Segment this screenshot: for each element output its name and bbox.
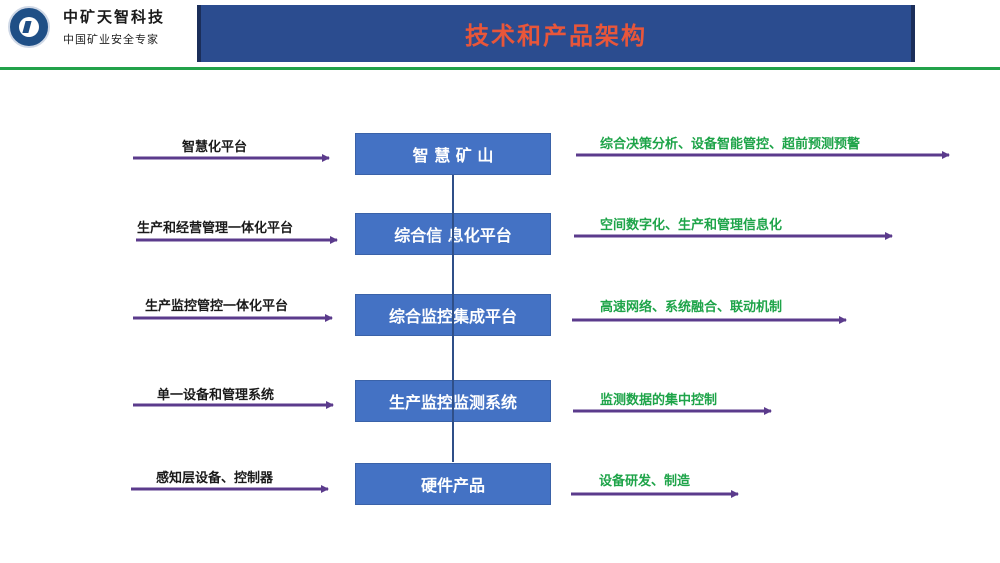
page-title: 技术和产品架构	[465, 22, 647, 50]
right-label-3: 高速网络、系统融合、联动机制	[600, 300, 783, 315]
left-label-2: 生产和经营管理一体化平台	[137, 221, 294, 236]
right-label-2: 空间数字化、生产和管理信息化	[600, 218, 783, 233]
header-divider	[0, 67, 1000, 70]
right-label-5: 设备研发、制造	[599, 474, 691, 489]
layer-box-hardware: 硬件产品	[355, 463, 551, 505]
brand-name: 中矿天智科技	[63, 8, 166, 26]
left-label-1: 智慧化平台	[182, 140, 248, 155]
right-label-1: 综合决策分析、设备智能管控、超前预测预警	[600, 137, 861, 152]
title-bar: 技术和产品架构	[197, 5, 915, 62]
center-connector	[452, 175, 454, 462]
company-logo	[8, 6, 50, 48]
brand-tagline: 中国矿业安全专家	[63, 33, 159, 46]
left-label-5: 感知层设备、控制器	[156, 471, 274, 486]
left-label-4: 单一设备和管理系统	[157, 388, 275, 403]
left-label-3: 生产监控管控一体化平台	[145, 299, 289, 314]
right-label-4: 监测数据的集中控制	[600, 393, 718, 408]
layer-box-smart-mine: 智 慧 矿 山	[355, 133, 551, 175]
